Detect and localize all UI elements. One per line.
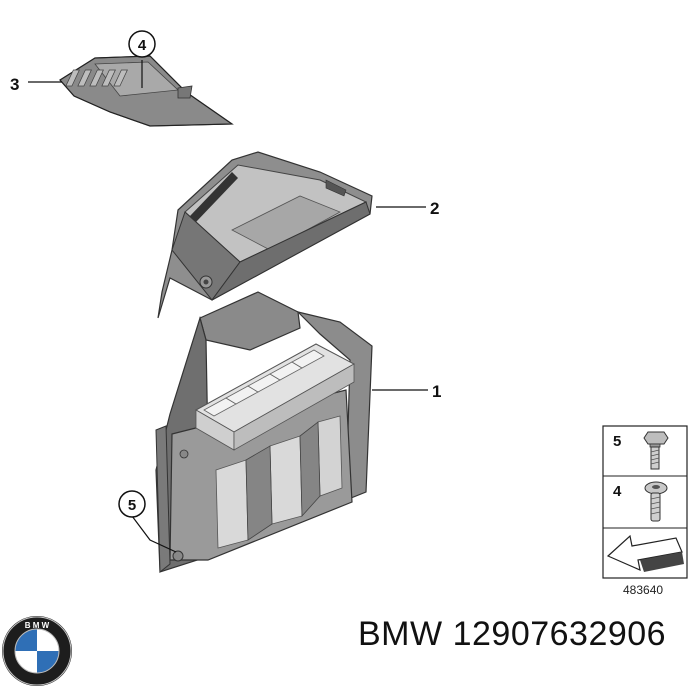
callout-part-4: 4	[128, 30, 156, 58]
callout-part-1: 1	[432, 382, 441, 401]
hardware-legend: 5 4	[602, 425, 688, 579]
bolt-icon	[643, 431, 669, 470]
part-1-fuse-box	[155, 291, 373, 574]
callout-part-2: 2	[430, 199, 439, 218]
part-2-cover	[157, 151, 373, 319]
diagram-number: 483640	[623, 583, 663, 597]
legend-item-4-label: 4	[613, 483, 622, 500]
legend-item-5-label: 5	[613, 433, 621, 450]
part-3-bracket	[59, 55, 234, 127]
callout-part-5-text: 5	[128, 497, 136, 514]
bmw-logo-icon: B M W	[2, 616, 72, 686]
leader-lines	[28, 60, 428, 553]
callout-part-5: 5	[118, 490, 146, 518]
footer-part-number: 12907632906	[452, 615, 667, 653]
callout-part-3: 3	[10, 75, 19, 94]
screw-icon	[644, 481, 668, 522]
direction-arrow-icon	[606, 534, 684, 572]
callout-part-4-text: 4	[138, 37, 147, 54]
footer-brand: BMW	[358, 615, 443, 653]
svg-text:B M W: B M W	[25, 621, 50, 630]
